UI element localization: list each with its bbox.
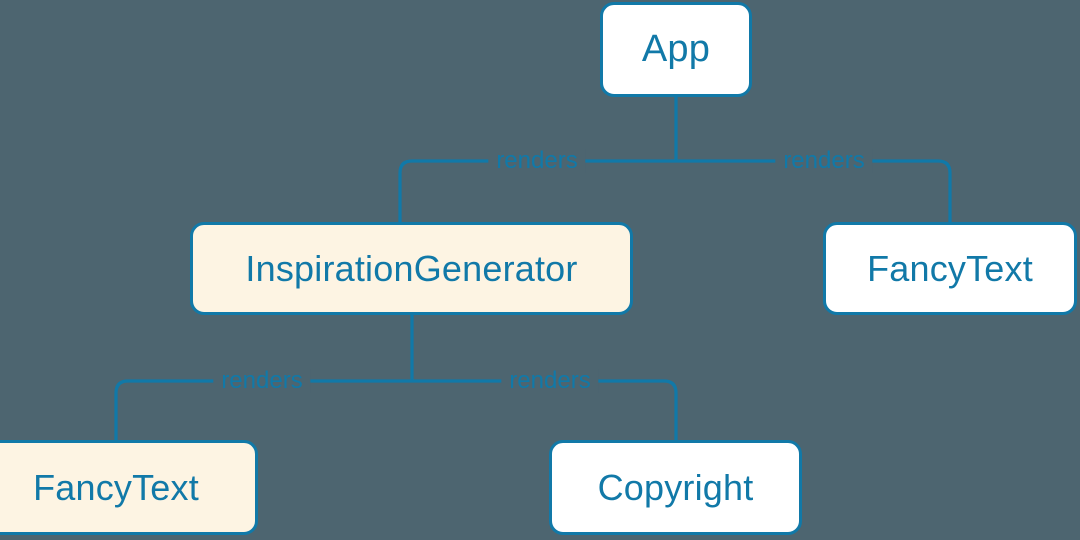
node-inspirationgenerator-label: InspirationGenerator	[245, 247, 578, 289]
edge-app-to-inspirationgenerator	[398, 159, 676, 222]
edge-label-inspirationgenerator-to-fancytext: renders	[213, 369, 311, 393]
edge-label-inspirationgenerator-to-copyright: renders	[501, 369, 599, 393]
node-fancytext-right-label: FancyText	[867, 247, 1033, 289]
node-fancytext-bottom-left-label: FancyText	[33, 466, 199, 508]
node-app[interactable]: App	[600, 2, 752, 97]
node-fancytext-right[interactable]: FancyText	[823, 222, 1077, 315]
node-fancytext-bottom-left[interactable]: FancyText	[0, 440, 258, 535]
node-copyright[interactable]: Copyright	[549, 440, 802, 535]
edge-inspirationgenerator-to-copyright	[412, 379, 678, 440]
node-app-label: App	[641, 28, 711, 70]
edge-label-app-to-inspirationgenerator: renders	[488, 149, 586, 173]
node-copyright-label: Copyright	[597, 466, 754, 508]
edge-inspirationgenerator-to-fancytext	[114, 379, 412, 440]
node-inspirationgenerator[interactable]: InspirationGenerator	[190, 222, 633, 315]
edge-label-app-to-fancytext: renders	[775, 149, 873, 173]
edge-app-to-fancytext	[676, 159, 952, 222]
